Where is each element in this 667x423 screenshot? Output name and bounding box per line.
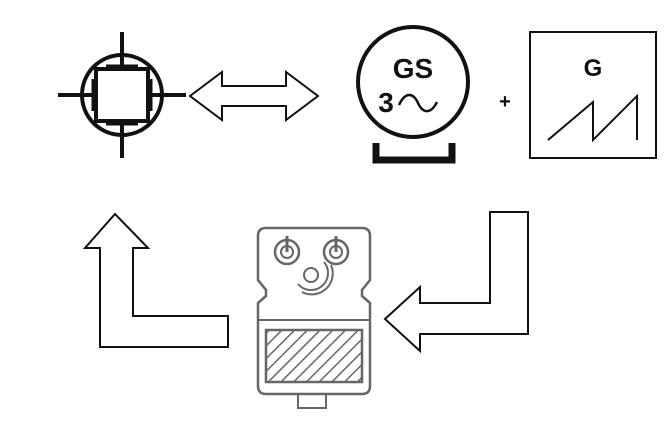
- sawtooth-wave-icon: [547, 93, 638, 143]
- plus-sign: +: [499, 91, 511, 113]
- sawtooth-generator-label: G: [584, 55, 603, 82]
- sawtooth-generator-icon: G: [529, 31, 657, 159]
- l-shaped-arrow-left-icon: [383, 211, 529, 354]
- effects-pedal-icon: [256, 226, 372, 409]
- motor-symbol-icon: [58, 32, 186, 158]
- pedal-body: [256, 226, 372, 396]
- pedal-led: [303, 267, 319, 283]
- generator-label-bottom: 3: [378, 87, 394, 118]
- generator-base: [372, 143, 456, 164]
- pedal-jack: [297, 393, 327, 409]
- generator-label-top: GS: [393, 53, 433, 84]
- sine-wave-icon: [397, 93, 439, 113]
- l-shaped-arrow-up-icon: [82, 212, 229, 348]
- pedal-footswitch-plate: [264, 328, 364, 384]
- double-headed-arrow-icon: [188, 70, 320, 122]
- synchronous-generator-icon: GS 3: [356, 25, 470, 164]
